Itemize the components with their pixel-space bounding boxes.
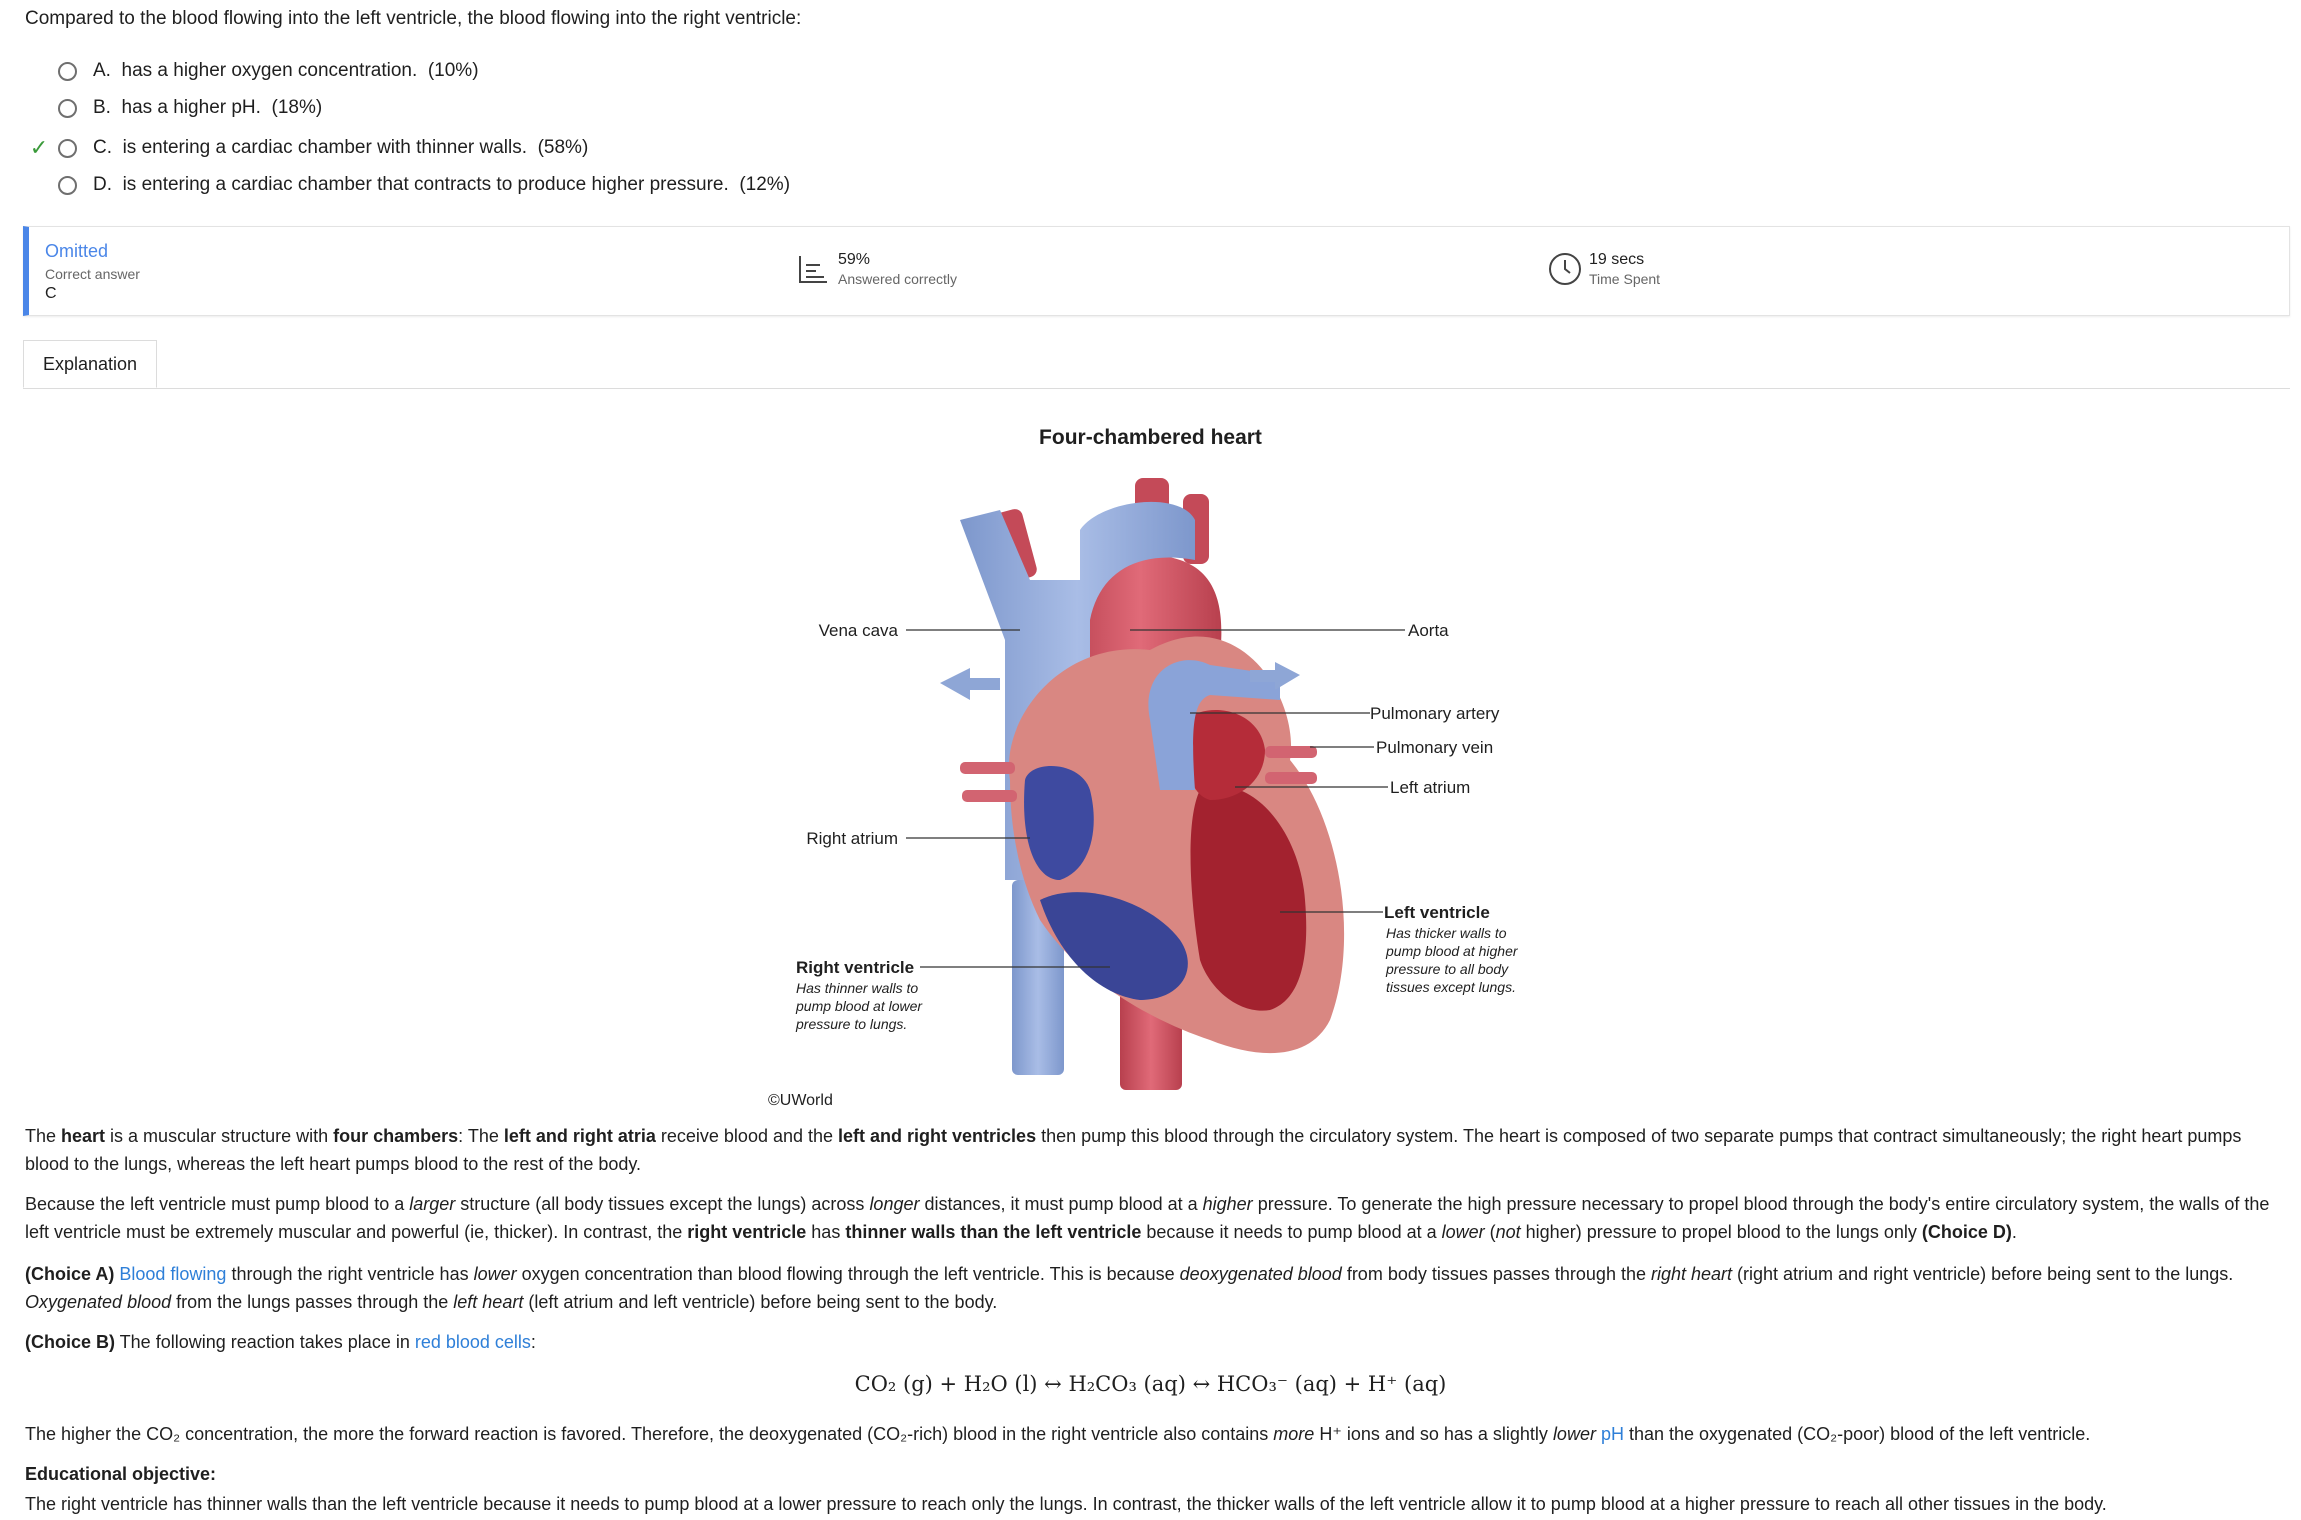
pulmonary-vein-right	[1265, 772, 1317, 784]
educational-objective-text: The right ventricle has thinner walls th…	[25, 1494, 2107, 1514]
label-aorta: Aorta	[1408, 621, 1449, 640]
inline-link[interactable]: Blood flowing	[119, 1264, 227, 1284]
label-right-ventricle: Right ventricle	[796, 958, 914, 977]
label-leaders	[906, 629, 1405, 968]
option-percent: (12%)	[739, 174, 791, 195]
figure-title: Four-chambered heart	[1039, 426, 1262, 449]
bar-chart-icon	[799, 256, 827, 283]
left-ventricle-chamber	[1190, 786, 1307, 1011]
option-percent: (18%)	[271, 97, 323, 118]
choice-b-explanation: (Choice B) The following reaction takes …	[25, 1332, 536, 1352]
left-ventricle-note-line: tissues except lungs.	[1386, 979, 1516, 995]
copyright: ©UWorld	[768, 1092, 833, 1109]
explanation-paragraph: Because the left ventricle must pump blo…	[25, 1194, 2270, 1242]
option-text: has a higher oxygen concentration.	[121, 60, 418, 81]
radio-button[interactable]	[58, 175, 77, 195]
explanation-paragraph: The heart is a muscular structure with f…	[25, 1126, 2242, 1174]
right-ventricle-chamber	[1040, 892, 1188, 1000]
choice-a-explanation: (Choice A) Blood flowing through the rig…	[25, 1264, 2234, 1312]
option-text: is entering a cardiac chamber that contr…	[122, 174, 729, 195]
tab-explanation[interactable]: Explanation	[23, 340, 157, 388]
label-right-atrium: Right atrium	[806, 829, 898, 848]
label-left-atrium: Left atrium	[1390, 778, 1470, 797]
answer-option-a[interactable]: A. has a higher oxygen concentration. (1…	[25, 56, 479, 86]
option-percent: (58%)	[537, 137, 589, 158]
label-pulmonary-artery: Pulmonary artery	[1370, 704, 1500, 723]
answer-status: Omitted Correct answer C	[45, 241, 140, 303]
left-atrium-chamber	[1183, 710, 1265, 800]
educational-objective-title: Educational objective:	[25, 1464, 217, 1484]
inline-link[interactable]: pH	[1600, 1424, 1624, 1444]
label-pulmonary-vein: Pulmonary vein	[1376, 738, 1493, 757]
answer-option-b[interactable]: B. has a higher pH. (18%)	[25, 93, 322, 123]
option-letter: C.	[93, 137, 112, 158]
right-ventricle-note-line: pressure to lungs.	[795, 1016, 907, 1032]
percent-correct-value: 59%	[838, 251, 871, 268]
pulmonary-vein-left	[960, 762, 1015, 774]
label-left-ventricle: Left ventricle	[1384, 903, 1490, 922]
option-percent: (10%)	[427, 60, 479, 81]
option-letter: A.	[93, 60, 111, 81]
correct-answer-label: Correct answer	[45, 266, 140, 282]
left-ventricle-note-line: pressure to all body	[1385, 961, 1509, 977]
flow-arrow-right	[1250, 662, 1300, 690]
percent-correct-stat: 59% Answered correctly	[795, 251, 957, 287]
pulmonary-artery	[1148, 660, 1280, 790]
option-text: is entering a cardiac chamber with thinn…	[122, 137, 528, 158]
heart-diagram: Vena cava Aorta Pulmonary artery Pulmona…	[795, 478, 1519, 1090]
status-text: Omitted	[45, 241, 109, 261]
reaction-equation: CO₂ (g) + H₂O (l) ↔ H₂CO₃ (aq) ↔ HCO₃⁻ (…	[854, 1372, 1447, 1396]
correct-answer-value: C	[45, 285, 57, 302]
answer-option-c[interactable]: ✓ C. is entering a cardiac chamber with …	[25, 133, 589, 163]
pulmonary-vein-right	[1265, 746, 1317, 758]
pulmonary-vein-left	[962, 790, 1017, 802]
percent-correct-label: Answered correctly	[838, 271, 958, 287]
tab-bar: Explanation	[23, 340, 2290, 389]
radio-button[interactable]	[58, 98, 77, 118]
left-ventricle-note-line: Has thicker walls to	[1386, 925, 1507, 941]
stats-panel: Omitted Correct answer C 59% Answered co…	[23, 226, 2290, 316]
option-letter: B.	[93, 97, 111, 118]
inline-link[interactable]: red blood cells	[414, 1332, 531, 1352]
radio-button[interactable]	[58, 138, 77, 158]
time-spent-value: 19 secs	[1589, 251, 1645, 268]
option-text: has a higher pH.	[121, 97, 261, 118]
time-spent-stat: 19 secs Time Spent	[1547, 251, 1660, 287]
right-atrium-chamber	[1024, 766, 1094, 880]
right-ventricle-note-line: pump blood at lower	[795, 998, 923, 1014]
answer-option-d[interactable]: D. is entering a cardiac chamber that co…	[25, 170, 790, 200]
label-vena-cava: Vena cava	[819, 621, 899, 640]
explanation-paragraph: The higher the CO₂ concentration, the mo…	[25, 1424, 2091, 1444]
option-letter: D.	[93, 174, 112, 195]
time-spent-label: Time Spent	[1589, 271, 1661, 287]
left-ventricle-note-line: pump blood at higher	[1385, 943, 1519, 959]
question-stem: Compared to the blood flowing into the l…	[25, 8, 802, 29]
right-ventricle-note-line: Has thinner walls to	[796, 980, 918, 996]
checkmark-icon: ✓	[29, 135, 49, 160]
radio-button[interactable]	[58, 61, 77, 81]
clock-icon	[1549, 253, 1581, 285]
flow-arrow-left	[940, 668, 1000, 700]
